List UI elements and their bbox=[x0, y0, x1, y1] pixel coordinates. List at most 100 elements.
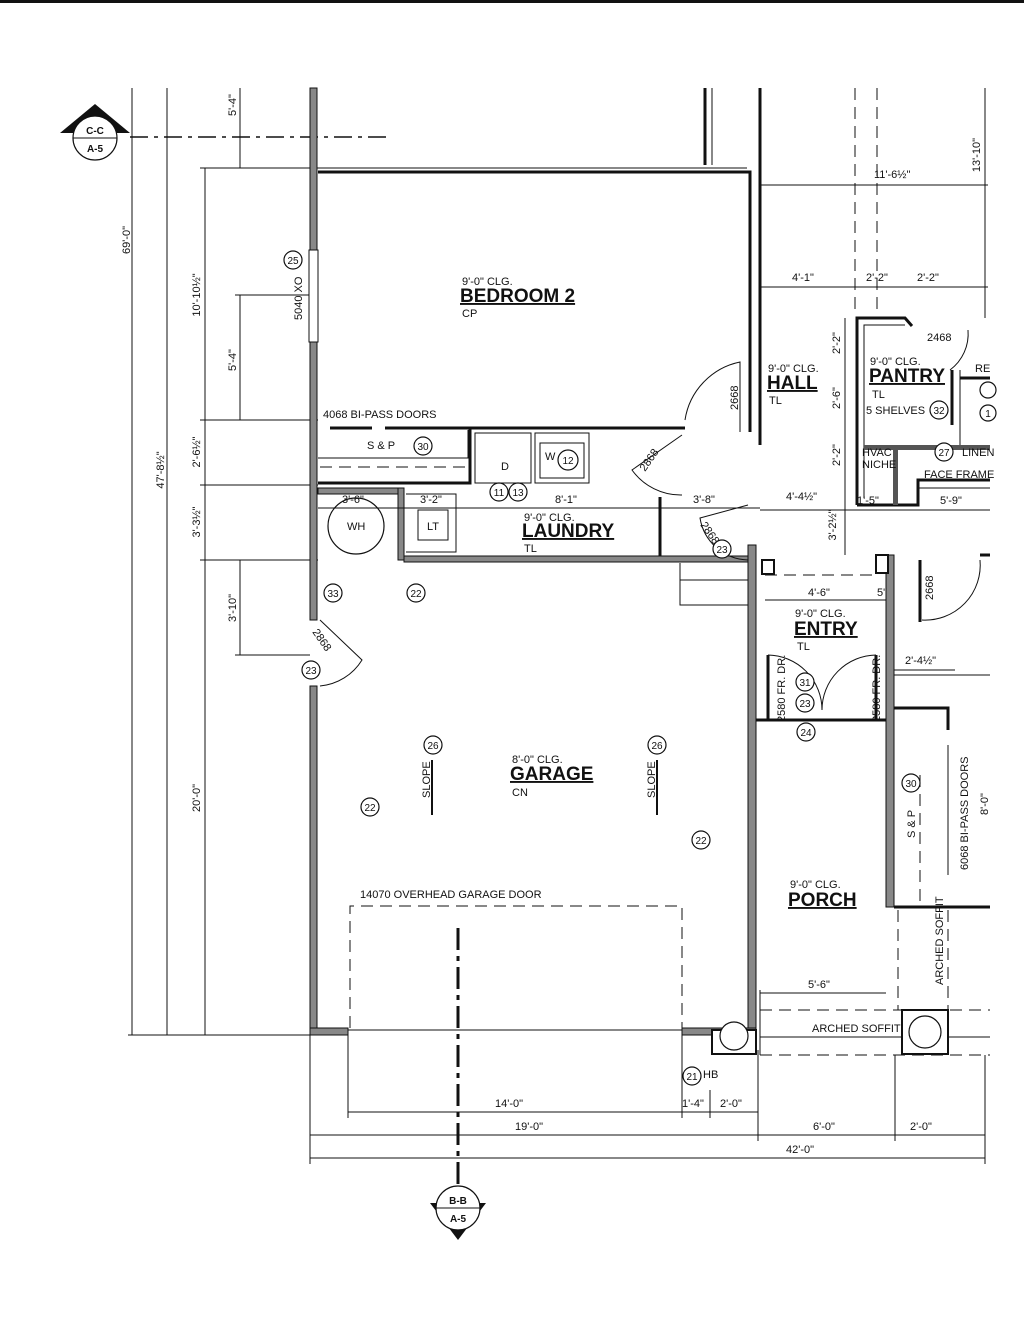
note-hvac: HVAC bbox=[862, 447, 892, 459]
garage-floor: CN bbox=[512, 787, 528, 799]
note-overhead-garage-door: 14070 OVERHEAD GARAGE DOOR bbox=[360, 889, 542, 901]
keynote-tag: 24 bbox=[800, 728, 812, 739]
sheet-label: A-5 bbox=[450, 1214, 467, 1225]
door-size-2868: 2868 bbox=[638, 447, 662, 474]
room-label-laundry: LAUNDRY bbox=[522, 521, 615, 542]
dimension: 5'-9" bbox=[940, 495, 962, 507]
dimension: 6'-0" bbox=[813, 1121, 835, 1133]
entry-floor: TL bbox=[797, 641, 810, 653]
keynote-tag: 31 bbox=[799, 678, 811, 689]
keynote-tag: 26 bbox=[427, 741, 439, 752]
dimension: 4'-6" bbox=[808, 587, 830, 599]
note-french-door: 2580 FR. DR. bbox=[871, 655, 883, 722]
garage-ceiling: 8'-0" CLG. bbox=[512, 754, 563, 766]
dimension: 4'-1" bbox=[792, 272, 814, 284]
note-4068-bipass-doors: 4068 BI-PASS DOORS bbox=[323, 409, 437, 421]
dimension-5-4: 5'-4" bbox=[227, 94, 239, 116]
room-label-entry: ENTRY bbox=[794, 619, 858, 640]
slope-label: SLOPE bbox=[421, 761, 433, 798]
dimension-5-4: 5'-4" bbox=[227, 349, 239, 371]
hall-ceiling: 9'-0" CLG. bbox=[768, 363, 819, 375]
keynote-tag: 23 bbox=[716, 545, 728, 556]
dimension: 13'-10" bbox=[971, 138, 983, 172]
laundry-tub-label: LT bbox=[427, 521, 439, 533]
keynote-tag: 26 bbox=[651, 741, 663, 752]
garage-door bbox=[348, 760, 683, 1031]
dimension: 2'-0" bbox=[720, 1098, 742, 1110]
laundry-floor: TL bbox=[524, 543, 537, 555]
room-label-porch: PORCH bbox=[788, 890, 857, 911]
note-linen: LINEN bbox=[962, 447, 994, 459]
note-arched-soffit: ARCHED SOFFIT bbox=[934, 896, 946, 985]
dimension: 8'-1" bbox=[555, 494, 577, 506]
keynote-tag: 32 bbox=[933, 406, 945, 417]
note-niche: NICHE bbox=[862, 459, 896, 471]
door-size-2668: 2668 bbox=[729, 386, 741, 410]
dimension: 11'-6½" bbox=[874, 169, 910, 181]
keynote-tag: 23 bbox=[799, 699, 811, 710]
keynote-tag: 23 bbox=[305, 666, 317, 677]
door-size-2868: 2868 bbox=[310, 627, 334, 654]
section-marker-c-c[interactable]: C-C A-5 bbox=[60, 104, 130, 161]
dimension: 5" bbox=[877, 587, 887, 599]
section-marker-b-b[interactable]: B-B A-5 bbox=[430, 1185, 486, 1240]
hall-floor: TL bbox=[769, 395, 782, 407]
dimension-20-0: 20'-0" bbox=[191, 784, 203, 812]
dimension: 2'-0" bbox=[910, 1121, 932, 1133]
keynote-tag: 33 bbox=[327, 589, 339, 600]
dimension-3-10: 3'-10" bbox=[227, 594, 239, 622]
note-5-shelves: 5 SHELVES bbox=[866, 405, 925, 417]
dimension: 3'-2½" bbox=[827, 509, 839, 540]
left-dimensions bbox=[128, 88, 318, 1036]
dimension: 2'-2" bbox=[831, 332, 843, 354]
keynote-tag: 30 bbox=[905, 779, 917, 790]
keynote-tag: 13 bbox=[512, 488, 524, 499]
keynote-tag: 22 bbox=[364, 803, 376, 814]
dimension-2-6: 2'-6½" bbox=[191, 436, 203, 467]
dimension: 2'-4½" bbox=[905, 655, 936, 667]
section-label: B-B bbox=[449, 1196, 467, 1207]
room-label-bedroom-2: BEDROOM 2 bbox=[460, 286, 575, 307]
dimension: 2'-2" bbox=[866, 272, 888, 284]
dimension-10-10: 10'-10½" bbox=[191, 273, 203, 316]
pantry-ceiling: 9'-0" CLG. bbox=[870, 356, 921, 368]
dimension: 42'-0" bbox=[786, 1144, 814, 1156]
bedroom2-floor: CP bbox=[462, 308, 477, 320]
dimension: 2'-6" bbox=[831, 387, 843, 409]
dimension: 5'-6" bbox=[808, 979, 830, 991]
keynote-tag: 11 bbox=[494, 488, 505, 499]
entry-ceiling: 9'-0" CLG. bbox=[795, 608, 846, 620]
door-swings bbox=[319, 329, 981, 711]
window-5040-xo: 5040 XO bbox=[293, 276, 305, 320]
dimension: 3'-2" bbox=[420, 494, 442, 506]
keynote-tag: 30 bbox=[417, 442, 429, 453]
dimension: 19'-0" bbox=[515, 1121, 543, 1133]
pantry-floor: TL bbox=[872, 389, 885, 401]
dimension: 2'-2" bbox=[831, 444, 843, 466]
plan-dimensions bbox=[309, 88, 990, 1164]
keynote-tag: 21 bbox=[686, 1072, 698, 1083]
top-border bbox=[0, 0, 1024, 3]
note-shelf-pole: S & P bbox=[906, 810, 918, 838]
room-label-pantry: PANTRY bbox=[869, 366, 945, 387]
washer-label: W bbox=[545, 451, 556, 463]
door-size-2468: 2468 bbox=[927, 332, 951, 344]
keynote-tag: 1 bbox=[985, 409, 991, 420]
note-hose-bib: HB bbox=[703, 1069, 718, 1081]
dimension: 2'-2" bbox=[917, 272, 939, 284]
keynote-tag: 12 bbox=[562, 456, 574, 467]
keynote-tag: 27 bbox=[938, 448, 950, 459]
keynote-tag: 22 bbox=[410, 589, 422, 600]
porch-ceiling: 9'-0" CLG. bbox=[790, 879, 841, 891]
dimension: 1'-5" bbox=[857, 495, 879, 507]
room-label-hall: HALL bbox=[767, 373, 818, 394]
water-heater-label: WH bbox=[347, 521, 365, 533]
note-arched-soffit: ARCHED SOFFIT bbox=[812, 1023, 901, 1035]
section-label: C-C bbox=[86, 126, 104, 137]
note-face-frame: FACE FRAME bbox=[924, 469, 994, 481]
dryer-label: D bbox=[501, 461, 509, 473]
sheet-label: A-5 bbox=[87, 144, 104, 155]
note-6068-bipass-doors: 6068 BI-PASS DOORS bbox=[959, 756, 971, 870]
dimension-69-0: 69'-0" bbox=[121, 226, 133, 254]
